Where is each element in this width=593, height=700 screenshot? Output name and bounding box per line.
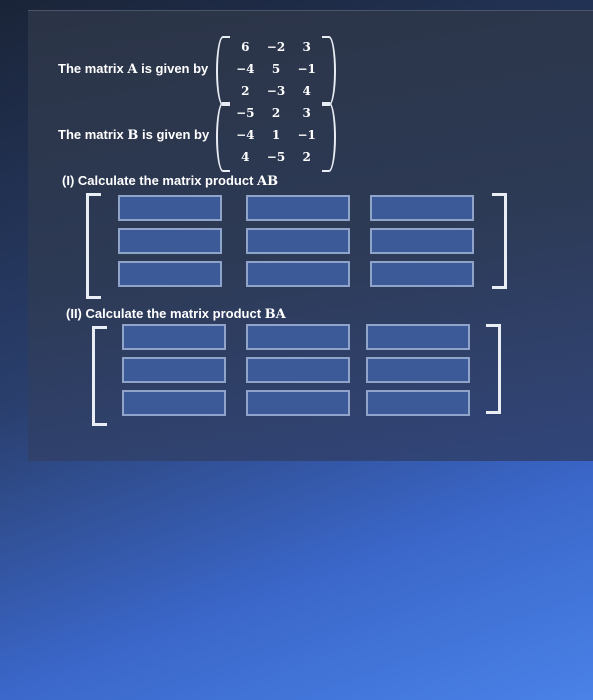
ab-cell-input[interactable] [248,263,348,285]
ab-answer-cell[interactable] [370,228,474,254]
matrix-b-cell: 2 [302,150,311,164]
ab-answer-cell[interactable] [246,228,350,254]
ba-answer-cell[interactable] [366,324,470,350]
matrix-b-cell: 2 [271,106,281,120]
matrix-a-symbol: A [127,62,138,77]
ba-answer-cell[interactable] [246,357,350,383]
ba-answer-cell[interactable] [122,390,226,416]
ba-cell-input[interactable] [248,392,348,414]
matrix-a-cell: 4 [302,84,311,98]
ab-cell-input[interactable] [372,263,472,285]
matrix-a-suffix: is given by [141,61,209,76]
ba-answer-cell[interactable] [122,324,226,350]
matrix-b-label: The matrix B is given by [58,127,209,143]
matrix-a-cell: −2 [266,40,286,54]
ba-left-bracket [92,326,107,426]
matrix-b-cell: −5 [236,106,255,120]
ba-cell-input[interactable] [124,359,224,381]
ba-right-bracket [486,324,501,414]
ba-answer-cell[interactable] [246,324,350,350]
matrix-a-cell: 6 [241,40,250,54]
matrix-b-cell: 1 [271,128,281,142]
part2-question: (II) Calculate the matrix product BA [66,306,286,322]
ab-answer-cell[interactable] [118,261,222,287]
left-paren [216,36,230,106]
matrix-a-cell: 5 [271,62,281,76]
part1-label: (I) Calculate the matrix product [62,173,254,188]
ba-cell-input[interactable] [248,359,348,381]
left-paren [216,102,230,172]
ab-answer-cell[interactable] [370,261,474,287]
ba-cell-input[interactable] [124,392,224,414]
ab-left-bracket [86,193,101,299]
ba-cell-input[interactable] [368,326,468,348]
matrix-b: −5 2 3 −4 1 −1 4 −5 2 [216,102,336,172]
matrix-b-cell: 4 [241,150,250,164]
ab-cell-input[interactable] [120,263,220,285]
matrix-b-symbol: B [127,128,139,143]
ab-answer-cell[interactable] [246,261,350,287]
matrix-b-cell: 3 [302,106,311,120]
matrix-a-cell: 2 [241,84,250,98]
ba-cell-input[interactable] [124,326,224,348]
ba-cell-input[interactable] [248,326,348,348]
ab-right-bracket [492,193,507,289]
matrix-a-prefix: The matrix [58,61,124,76]
ab-answer-cell[interactable] [118,195,222,221]
ba-answer-cell[interactable] [366,357,470,383]
ba-cell-input[interactable] [368,392,468,414]
ba-cell-input[interactable] [368,359,468,381]
ba-answer-cell[interactable] [246,390,350,416]
ab-cell-input[interactable] [248,197,348,219]
ab-answer-cell[interactable] [370,195,474,221]
matrix-b-suffix: is given by [142,127,210,142]
ab-cell-input[interactable] [120,197,220,219]
matrix-a-label: The matrix A is given by [58,61,208,77]
ba-answer-cell[interactable] [122,357,226,383]
matrix-a-cell: 3 [302,40,311,54]
ba-answer-cell[interactable] [366,390,470,416]
part2-symbol: BA [264,307,286,322]
matrix-b-cell: −4 [236,128,255,142]
ab-answer-cell[interactable] [246,195,350,221]
ab-cell-input[interactable] [120,230,220,252]
ab-answer-cell[interactable] [118,228,222,254]
matrix-a-cell: −1 [297,62,316,76]
ab-cell-input[interactable] [248,230,348,252]
matrix-b-prefix: The matrix [58,127,124,142]
matrix-b-cells: −5 2 3 −4 1 −1 4 −5 2 [230,102,322,168]
matrix-a-cell: −3 [266,84,286,98]
matrix-a-cells: 6 −2 3 −4 5 −1 2 −3 4 [230,36,322,102]
part2-label: (II) Calculate the matrix product [66,306,262,321]
matrix-a-cell: −4 [236,62,255,76]
matrix-b-cell: −5 [266,150,286,164]
matrix-a: 6 −2 3 −4 5 −1 2 −3 4 [216,36,336,106]
ab-cell-input[interactable] [372,230,472,252]
matrix-b-cell: −1 [297,128,316,142]
right-paren [322,36,336,106]
ab-cell-input[interactable] [372,197,472,219]
right-paren [322,102,336,172]
part1-question: (I) Calculate the matrix product AB [62,173,278,189]
part1-symbol: AB [257,174,279,189]
